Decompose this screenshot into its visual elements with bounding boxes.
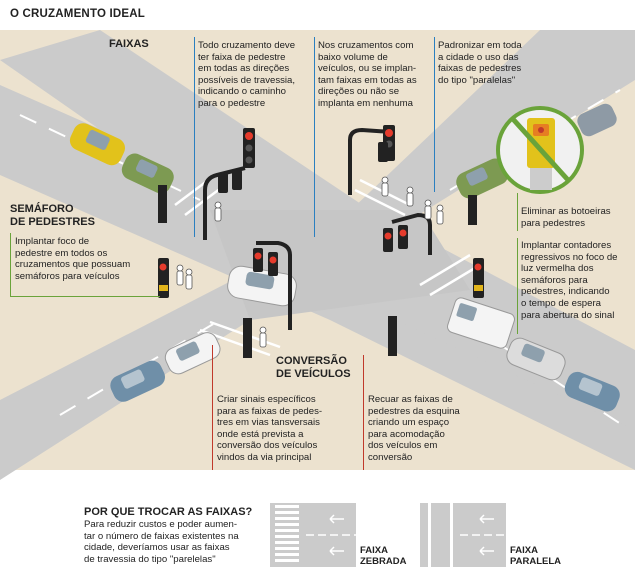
car-green-left [121, 153, 174, 194]
traffic-light-poles [203, 127, 432, 330]
note-conversao-1: Criar sinais específicos para as faixas … [217, 394, 323, 463]
label-paralela: FAIXA PARALELA [510, 545, 562, 567]
car-green-right [456, 158, 509, 199]
no-button-icon [496, 106, 584, 194]
car-yellow [69, 123, 126, 166]
leader-line-faixas-2 [314, 37, 315, 237]
note-conversao-2: Recuar as faixas de pedestres da esquina… [368, 394, 460, 463]
leader-line-conversao-2 [363, 355, 364, 470]
car-white-bottom [164, 332, 221, 375]
note-semaforo: Implantar foco de pedestre em todos os c… [15, 236, 131, 282]
leader-line-botoeiras [517, 193, 518, 231]
note-faixas-3: Padronizar em toda a cidade o uso das fa… [438, 40, 522, 86]
van-white [447, 297, 515, 349]
leader-line-semaforo-h [10, 296, 160, 297]
paralela-crosswalk-icon [420, 503, 506, 567]
bottom-text: Para reduzir custos e poder aumen- tar o… [84, 519, 239, 565]
car-grey-topright [577, 103, 617, 137]
note-contadores: Implantar contadores regressivos no foco… [521, 240, 618, 321]
label-semaforo: SEMÁFORO DE PEDESTRES [10, 203, 95, 228]
bottom-heading: POR QUE TROCAR AS FAIXAS? [84, 506, 253, 518]
label-faixas: FAIXAS [109, 38, 149, 50]
car-grey-right [506, 337, 566, 381]
intersection-illustration [0, 22, 635, 492]
leader-line-conversao-1 [212, 345, 213, 470]
car-white-center [227, 265, 297, 307]
leader-line-faixas-1 [194, 37, 195, 237]
zebrada-crosswalk-icon [270, 503, 356, 567]
note-faixas-2: Nos cruzamentos com baixo volume de veíc… [318, 40, 417, 109]
leader-line-semaforo [10, 233, 11, 297]
car-blue-bottom [110, 360, 166, 402]
car-blue-right [564, 371, 620, 412]
label-conversao: CONVERSÃO DE VEÍCULOS [276, 355, 351, 380]
leader-line-contadores [517, 238, 518, 334]
page-title: O CRUZAMENTO IDEAL [10, 8, 145, 20]
traffic-signals [158, 125, 484, 358]
pedestrians [176, 176, 444, 348]
label-zebrada: FAIXA ZEBRADA [360, 545, 407, 567]
note-faixas-1: Todo cruzamento deve ter faixa de pedest… [198, 40, 296, 109]
leader-line-faixas-3 [434, 37, 435, 192]
note-botoeiras: Eliminar as botoeiras para pedestres [521, 206, 611, 229]
